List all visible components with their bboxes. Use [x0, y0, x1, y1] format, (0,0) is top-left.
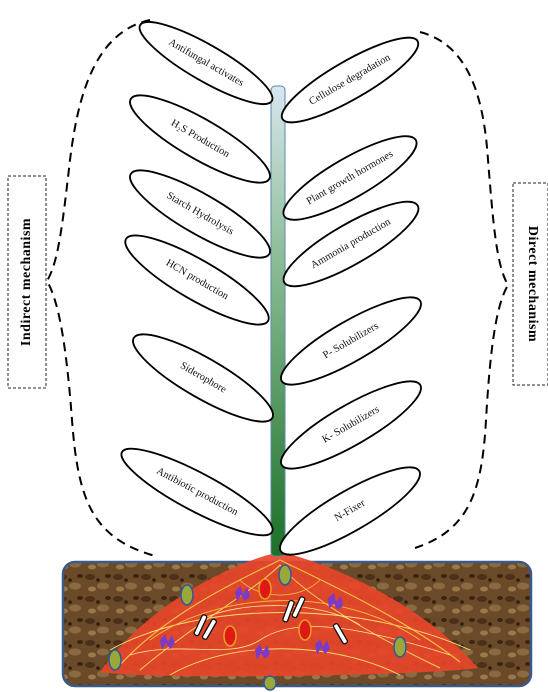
leaf-left-6: Antibiotic production [113, 435, 281, 548]
leaf-left-5: Siderophore [124, 321, 283, 436]
leaf-right-6: N-Fixer [271, 454, 430, 569]
leaf-right-1: Cellulose degradation [273, 25, 427, 136]
plant-stem [271, 86, 285, 556]
bracket-right-icon [415, 32, 508, 548]
direct-label: Direct mechanism [525, 226, 540, 342]
indirect-label: Indirect mechanism [19, 218, 34, 346]
